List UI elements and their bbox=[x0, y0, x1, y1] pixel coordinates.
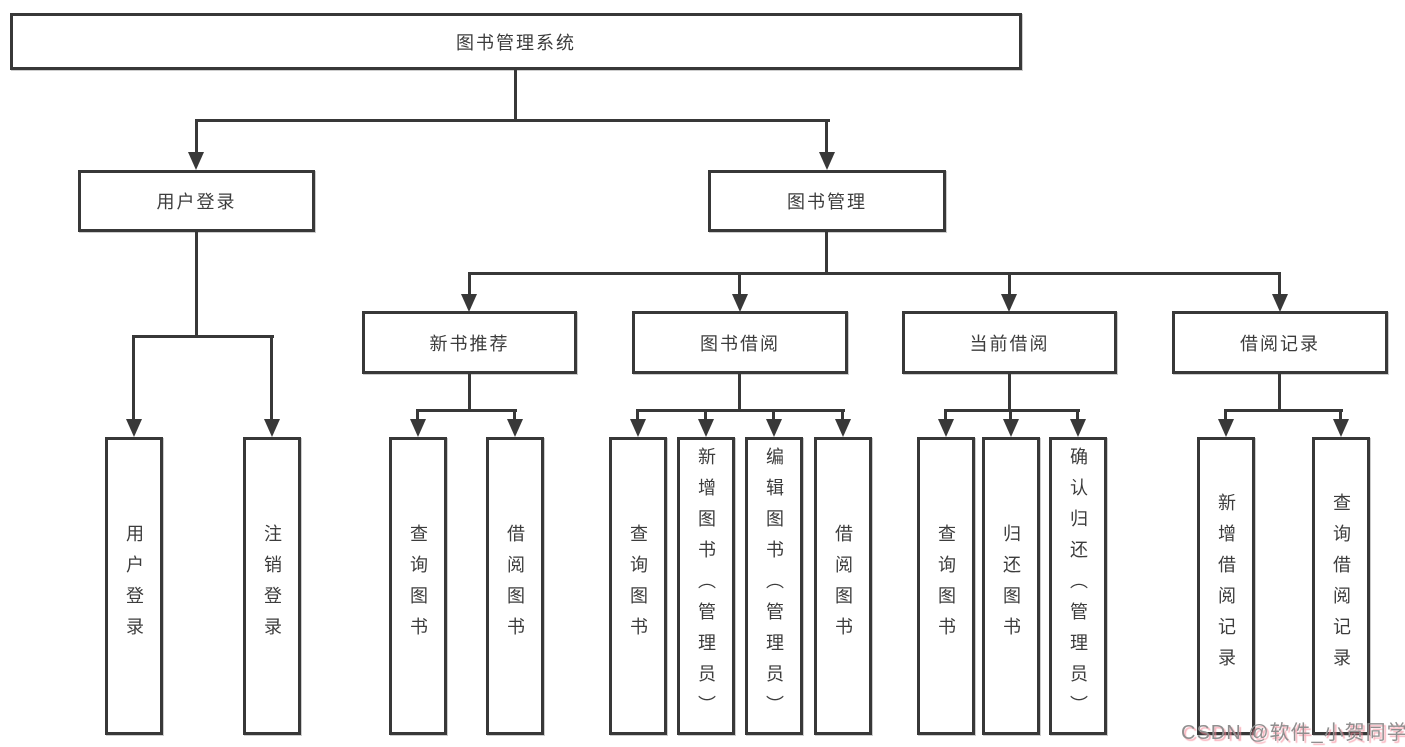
connector-line bbox=[1008, 372, 1011, 411]
arrowhead-down-icon bbox=[698, 419, 714, 437]
leaf-query-books-recommend-label: 查询图书 bbox=[408, 524, 428, 648]
node-book-management: 图书管理 bbox=[708, 170, 946, 232]
connector-line bbox=[270, 335, 273, 421]
connector-line bbox=[195, 119, 830, 122]
leaf-query-borrow-record-label: 查询借阅记录 bbox=[1331, 493, 1351, 679]
connector-line bbox=[468, 272, 1281, 275]
connector-line bbox=[1278, 372, 1281, 411]
node-book-borrowing-label: 图书借阅 bbox=[700, 333, 780, 354]
leaf-user-login: 用户登录 bbox=[105, 437, 163, 735]
leaf-edit-book-admin-label: 编辑图书（管理员） bbox=[764, 446, 784, 726]
connector-line bbox=[416, 409, 419, 421]
connector-line bbox=[944, 409, 1080, 412]
leaf-edit-book-admin: 编辑图书（管理员） bbox=[745, 437, 803, 735]
arrowhead-down-icon bbox=[1001, 294, 1017, 312]
connector-line bbox=[468, 272, 471, 296]
connector-line bbox=[636, 409, 845, 412]
leaf-borrow-books-recommend: 借阅图书 bbox=[486, 437, 544, 735]
node-library-system-label: 图书管理系统 bbox=[456, 32, 576, 53]
connector-line bbox=[841, 409, 844, 421]
leaf-query-books-current: 查询图书 bbox=[917, 437, 975, 735]
connector-line bbox=[738, 372, 741, 411]
connector-line bbox=[772, 409, 775, 421]
leaf-add-borrow-record-label: 新增借阅记录 bbox=[1216, 493, 1236, 679]
leaf-borrow-books-borrow-label: 借阅图书 bbox=[833, 524, 853, 648]
leaf-query-borrow-record: 查询借阅记录 bbox=[1312, 437, 1370, 735]
node-user-login: 用户登录 bbox=[78, 170, 315, 232]
connector-line bbox=[468, 372, 471, 411]
arrowhead-down-icon bbox=[630, 419, 646, 437]
leaf-return-book-label: 归还图书 bbox=[1001, 524, 1021, 648]
arrowhead-down-icon bbox=[938, 419, 954, 437]
leaf-query-books-borrow: 查询图书 bbox=[609, 437, 667, 735]
connector-line bbox=[514, 69, 517, 120]
leaf-add-book-admin: 新增图书（管理员） bbox=[677, 437, 735, 735]
connector-line bbox=[132, 335, 274, 338]
connector-line bbox=[1008, 272, 1011, 296]
leaf-query-books-recommend: 查询图书 bbox=[389, 437, 447, 735]
arrowhead-down-icon bbox=[819, 152, 835, 170]
node-current-borrowing-label: 当前借阅 bbox=[969, 333, 1050, 354]
connector-line bbox=[944, 409, 947, 421]
node-book-management-label: 图书管理 bbox=[787, 192, 867, 212]
leaf-query-books-current-label: 查询图书 bbox=[936, 524, 956, 648]
arrowhead-down-icon bbox=[188, 152, 204, 170]
connector-line bbox=[825, 230, 828, 274]
node-new-book-recommendation-label: 新书推荐 bbox=[429, 333, 510, 354]
leaf-query-books-borrow-label: 查询图书 bbox=[628, 524, 648, 648]
arrowhead-down-icon bbox=[732, 294, 748, 312]
arrowhead-down-icon bbox=[835, 419, 851, 437]
node-user-login-label: 用户登录 bbox=[156, 192, 237, 212]
arrowhead-down-icon bbox=[410, 419, 426, 437]
connector-line bbox=[825, 119, 828, 152]
node-current-borrowing: 当前借阅 bbox=[902, 311, 1117, 374]
connector-line bbox=[704, 409, 707, 421]
connector-line bbox=[1076, 409, 1079, 421]
arrowhead-down-icon bbox=[1218, 419, 1234, 437]
node-book-borrowing: 图书借阅 bbox=[632, 311, 848, 374]
csdn-watermark: CSDN @软件_小贺同学 bbox=[1181, 722, 1405, 744]
connector-line bbox=[195, 230, 198, 337]
leaf-add-book-admin-label: 新增图书（管理员） bbox=[696, 446, 716, 726]
leaf-return-book: 归还图书 bbox=[982, 437, 1040, 735]
leaf-add-borrow-record: 新增借阅记录 bbox=[1197, 437, 1255, 735]
leaf-user-login-label: 用户登录 bbox=[124, 524, 144, 648]
arrowhead-down-icon bbox=[766, 419, 782, 437]
connector-line bbox=[195, 119, 198, 152]
connector-line bbox=[1224, 409, 1343, 412]
leaf-confirm-return-admin-label: 确认归还（管理员） bbox=[1068, 446, 1088, 726]
arrowhead-down-icon bbox=[1070, 419, 1086, 437]
leaf-logout-label: 注销登录 bbox=[262, 524, 282, 648]
arrowhead-down-icon bbox=[1333, 419, 1349, 437]
connector-line bbox=[1224, 409, 1227, 421]
leaf-confirm-return-admin: 确认归还（管理员） bbox=[1049, 437, 1107, 735]
connector-line bbox=[636, 409, 639, 421]
leaf-logout: 注销登录 bbox=[243, 437, 301, 735]
connector-line bbox=[513, 409, 516, 421]
node-borrowing-records: 借阅记录 bbox=[1172, 311, 1388, 374]
connector-line bbox=[1278, 272, 1281, 296]
arrowhead-down-icon bbox=[461, 294, 477, 312]
connector-line bbox=[1339, 409, 1342, 421]
leaf-borrow-books-recommend-label: 借阅图书 bbox=[505, 524, 525, 648]
arrowhead-down-icon bbox=[1003, 419, 1019, 437]
connector-line bbox=[738, 272, 741, 296]
arrowhead-down-icon bbox=[507, 419, 523, 437]
node-library-system: 图书管理系统 bbox=[10, 13, 1022, 70]
arrowhead-down-icon bbox=[264, 419, 280, 437]
leaf-borrow-books-borrow: 借阅图书 bbox=[814, 437, 872, 735]
connector-line bbox=[1009, 409, 1012, 421]
arrowhead-down-icon bbox=[126, 419, 142, 437]
node-borrowing-records-label: 借阅记录 bbox=[1240, 333, 1320, 354]
node-new-book-recommendation: 新书推荐 bbox=[362, 311, 577, 374]
connector-line bbox=[416, 409, 517, 412]
connector-line bbox=[132, 335, 135, 421]
arrowhead-down-icon bbox=[1272, 294, 1288, 312]
